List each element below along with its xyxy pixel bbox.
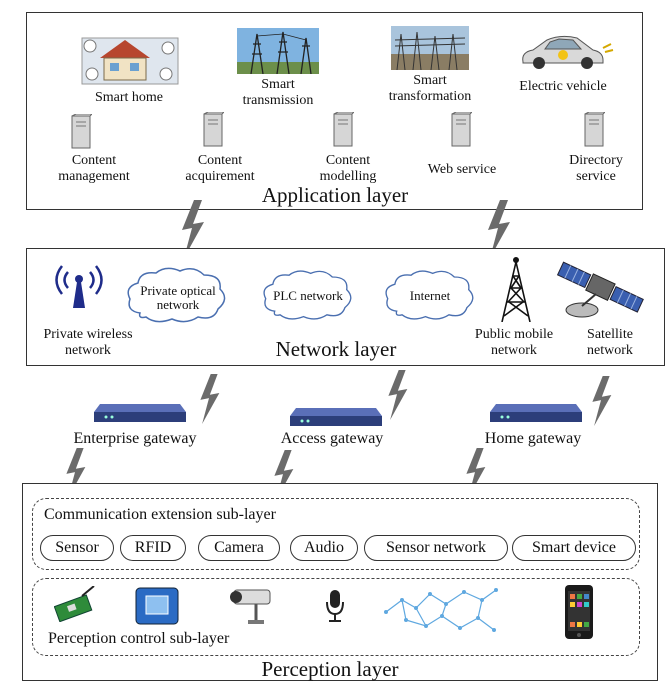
sensor-network-icon	[384, 588, 498, 632]
smart-transmission-label: Smart transmission	[242, 77, 314, 109]
network-layer-title: Network layer	[275, 337, 397, 361]
lightning-icon	[466, 448, 486, 498]
access-gateway-label: Access gateway	[280, 430, 384, 447]
content-modelling-label: Content modelling	[319, 153, 377, 185]
plc-network-label: PLC network	[273, 288, 343, 303]
content-management-label: Content management	[58, 153, 130, 185]
electric-car-image	[522, 35, 614, 69]
cell-tower-icon	[501, 257, 531, 322]
router-icon	[490, 404, 582, 422]
smart-transformation-label: Smart transformation	[388, 73, 472, 105]
microphone-icon	[326, 590, 344, 622]
private-wireless-label: Private wireless network	[43, 327, 133, 359]
router-icon	[290, 408, 382, 426]
lightning-icon	[488, 200, 510, 258]
lightning-icon	[200, 374, 220, 424]
lightning-icon	[274, 450, 294, 500]
satellite-icon	[556, 261, 644, 318]
camera-pill: Camera	[198, 535, 280, 561]
content-acquirement-label: Content acquirement	[185, 153, 255, 185]
perception-layer-title: Perception layer	[261, 657, 399, 681]
smart-home-image	[81, 37, 179, 85]
public-mobile-label: Public mobile network	[474, 327, 554, 359]
camera-icon	[230, 589, 271, 624]
perception-layer-box	[22, 483, 658, 681]
private-optical-label: Private optical network	[140, 283, 216, 313]
sensor-network-pill: Sensor network	[364, 535, 508, 561]
lightning-icon	[66, 448, 86, 498]
router-icon	[94, 404, 186, 422]
rfid-reader-icon	[135, 587, 179, 625]
lightning-icon	[388, 370, 408, 420]
server-icon	[451, 112, 472, 147]
audio-pill: Audio	[290, 535, 358, 561]
control-sublayer-box	[32, 578, 640, 656]
communication-sublayer-title: Communication extension sub-layer	[44, 506, 276, 523]
substation-image	[391, 26, 469, 70]
server-icon	[333, 112, 354, 147]
communication-sublayer-box	[32, 498, 640, 570]
server-icon	[203, 112, 224, 147]
lightning-icon	[592, 376, 612, 426]
electric-vehicle-label: Electric vehicle	[519, 79, 607, 94]
server-icon	[71, 114, 92, 149]
sensor-pill: Sensor	[40, 535, 114, 561]
rfid-pill: RFID	[120, 535, 186, 561]
internet-label: Internet	[409, 288, 451, 303]
satellite-label: Satellite network	[587, 327, 633, 359]
sensor-board-icon	[54, 586, 95, 622]
cloud-icon	[385, 270, 474, 320]
wireless-antenna-icon	[55, 265, 103, 308]
directory-service-label: Directory service	[569, 153, 623, 185]
transmission-tower-image	[237, 28, 319, 74]
server-icon	[584, 112, 605, 147]
smartphone-icon	[565, 585, 593, 639]
cloud-icon	[127, 267, 226, 323]
cloud-icon	[263, 270, 352, 320]
web-service-label: Web service	[427, 162, 497, 177]
lightning-icon	[182, 200, 204, 258]
application-layer-title: Application layer	[261, 183, 409, 207]
enterprise-gateway-label: Enterprise gateway	[73, 430, 197, 447]
smart-device-pill: Smart device	[512, 535, 636, 561]
smart-home-label: Smart home	[94, 90, 164, 105]
home-gateway-label: Home gateway	[484, 430, 582, 447]
control-sublayer-title: Perception control sub-layer	[48, 630, 230, 647]
